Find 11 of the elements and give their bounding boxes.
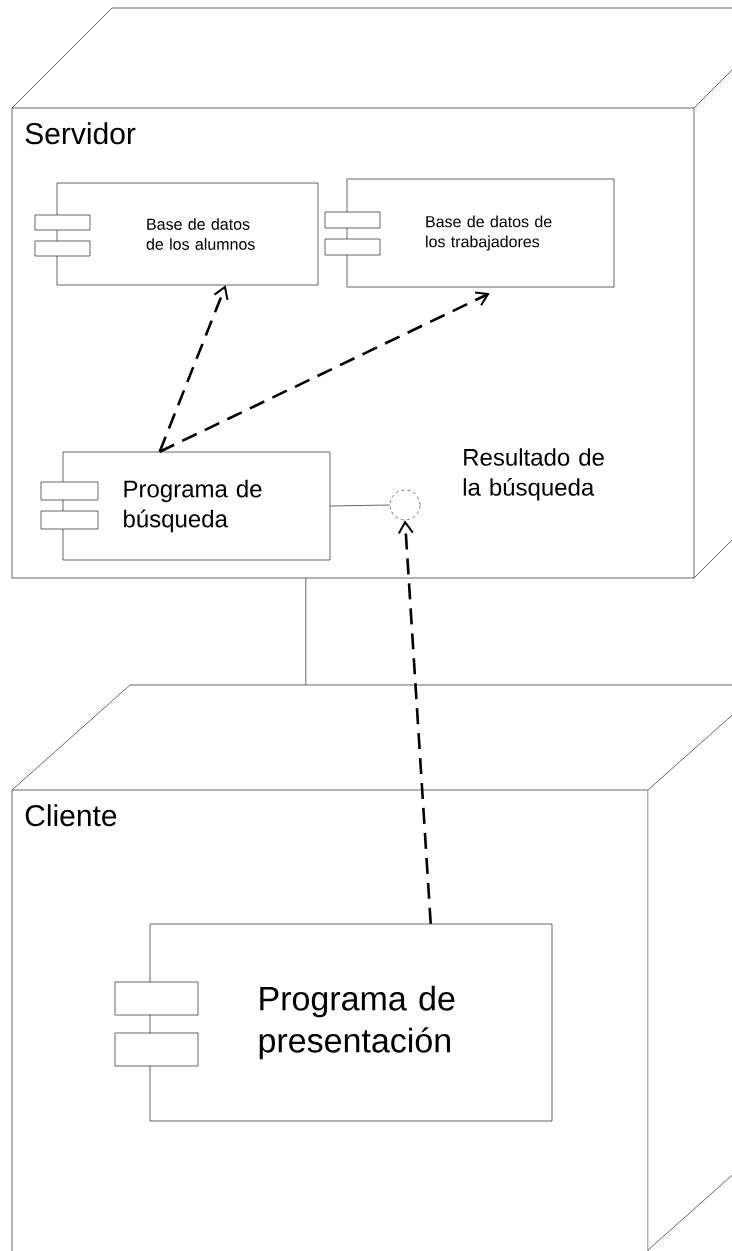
interface-circle [389,489,421,521]
dependency-arrow [159,291,490,453]
dependency-arrow [397,520,432,924]
component-box: Base de datos de los alumnos [34,182,319,286]
component-box: Base de datos de los trabajadores [324,178,615,288]
connector-line [330,504,391,507]
component-box: Programa de presentación [114,923,553,1122]
component-box: Programa de búsqueda [40,451,331,561]
dependency-arrow [158,285,229,453]
connector-line [305,577,307,686]
interface-label: Resultado de la búsqueda [463,448,604,501]
